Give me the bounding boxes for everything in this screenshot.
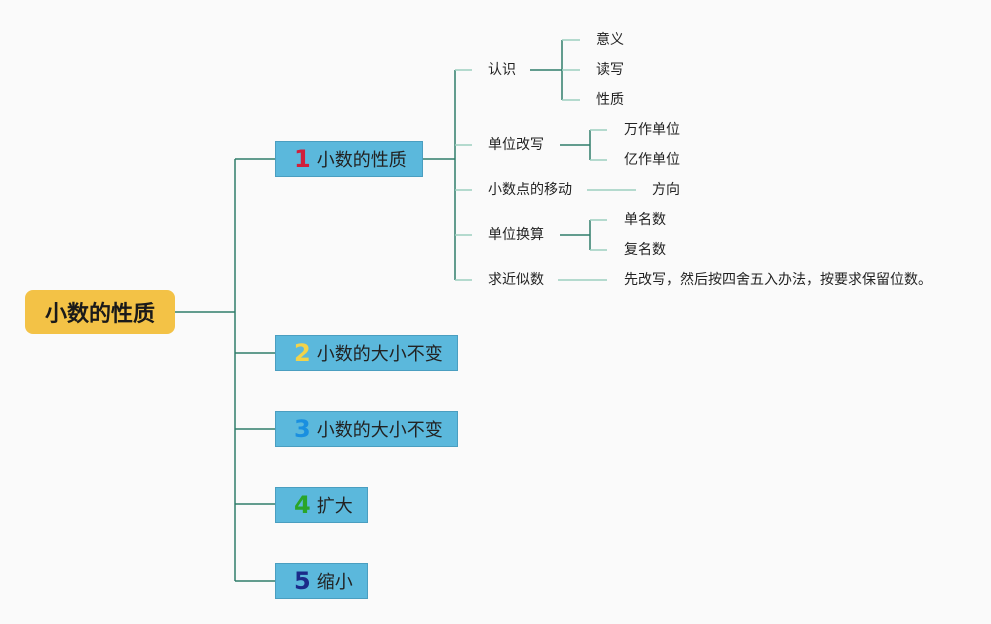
root-topic[interactable]: 小数的性质 bbox=[25, 290, 175, 334]
branch-3-label: 小数的大小不变 bbox=[316, 420, 443, 441]
subtopic-approximation[interactable]: 求近似数 bbox=[488, 272, 544, 288]
branch-1[interactable]: 1 小数的性质 bbox=[275, 141, 423, 177]
leaf-rounding-rule[interactable]: 先改写，然后按四舍五入办法，按要求保留位数。 bbox=[624, 272, 932, 288]
subtopic-unit-rewrite[interactable]: 单位改写 bbox=[488, 137, 544, 153]
leaf-compound-unit[interactable]: 复名数 bbox=[624, 242, 666, 258]
branch-2-number: 2 bbox=[294, 339, 311, 367]
leaf-single-unit[interactable]: 单名数 bbox=[624, 212, 666, 228]
leaf-direction[interactable]: 方向 bbox=[652, 182, 680, 198]
leaf-meaning[interactable]: 意义 bbox=[596, 32, 624, 48]
subtopic-decimal-point-move[interactable]: 小数点的移动 bbox=[488, 182, 572, 198]
branch-5-number: 5 bbox=[294, 567, 311, 595]
branch-4-label: 扩大 bbox=[316, 496, 353, 517]
branch-2[interactable]: 2 小数的大小不变 bbox=[275, 335, 458, 371]
leaf-wan-unit[interactable]: 万作单位 bbox=[624, 122, 680, 138]
subtopic-recognize[interactable]: 认识 bbox=[488, 62, 516, 78]
leaf-yi-unit[interactable]: 亿作单位 bbox=[624, 152, 680, 168]
branch-4-number: 4 bbox=[294, 491, 311, 519]
branch-4[interactable]: 4 扩大 bbox=[275, 487, 368, 523]
branch-3-number: 3 bbox=[294, 415, 311, 443]
branch-1-label: 小数的性质 bbox=[316, 150, 407, 171]
leaf-property[interactable]: 性质 bbox=[596, 92, 624, 108]
subtopic-unit-conversion[interactable]: 单位换算 bbox=[488, 227, 544, 243]
branch-1-number: 1 bbox=[294, 145, 311, 173]
branch-5-label: 缩小 bbox=[316, 572, 353, 593]
branch-3[interactable]: 3 小数的大小不变 bbox=[275, 411, 458, 447]
branch-2-label: 小数的大小不变 bbox=[316, 344, 443, 365]
branch-5[interactable]: 5 缩小 bbox=[275, 563, 368, 599]
leaf-read-write[interactable]: 读写 bbox=[596, 62, 624, 78]
